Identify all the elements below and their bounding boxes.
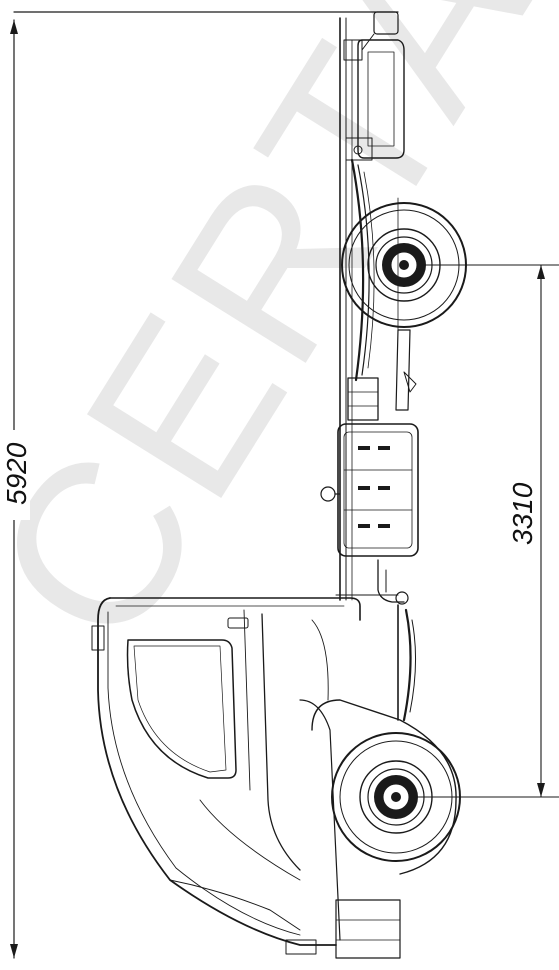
- chassis-frame: [335, 17, 399, 601]
- cab: [91, 597, 401, 959]
- fuel-tank: [320, 423, 419, 557]
- overall-length-dimension: 5920: [0, 11, 399, 959]
- rear-mudflap: [345, 39, 405, 161]
- svg-text:CERTAUTO: CERTAUTO: [0, 0, 559, 686]
- rear-wheel: [341, 197, 467, 333]
- wheelbase-label: 3310: [507, 482, 538, 545]
- front-wheel: [311, 699, 461, 875]
- rear-leaf-spring: [350, 158, 375, 382]
- exhaust-pipe: [377, 559, 409, 605]
- rear-light-bracket: [343, 11, 399, 61]
- overall-length-label: 5920: [1, 442, 32, 505]
- rear-shock-absorber: [395, 329, 417, 411]
- wheelbase-dimension: 3310: [397, 264, 559, 798]
- battery-box: [347, 377, 379, 421]
- watermark: CERTAUTO: [0, 0, 559, 686]
- front-suspension: [397, 604, 417, 722]
